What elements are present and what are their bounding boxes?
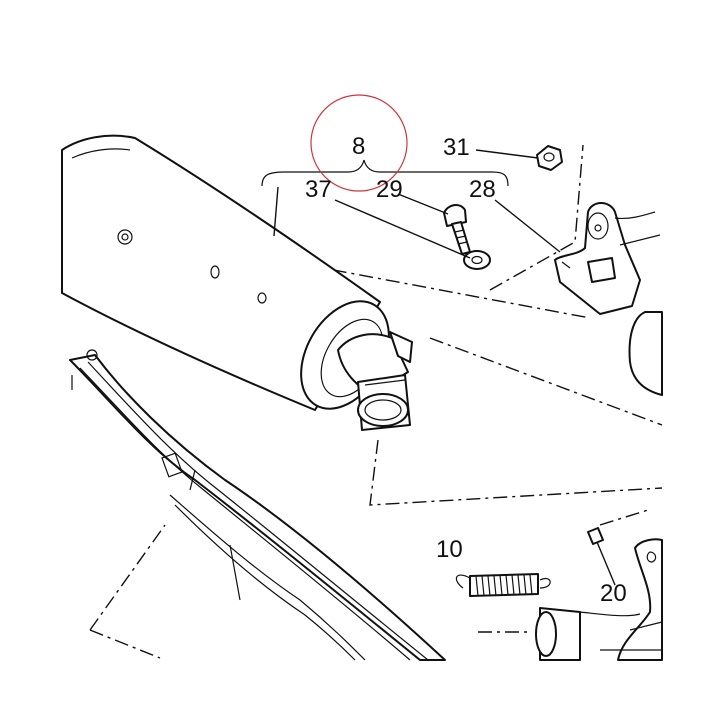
callout-31: 31 bbox=[443, 134, 470, 161]
highlight-circle bbox=[310, 94, 408, 192]
nut-31 bbox=[536, 145, 563, 171]
spring-10 bbox=[455, 573, 551, 597]
callout-10: 10 bbox=[436, 536, 463, 563]
muffler bbox=[61, 134, 413, 431]
callout-29: 29 bbox=[376, 176, 403, 203]
mount-hole bbox=[257, 292, 267, 304]
callout-8: 8 bbox=[352, 133, 365, 160]
callout-28: 28 bbox=[469, 176, 496, 203]
mounting-bracket bbox=[554, 202, 661, 315]
callout-37: 37 bbox=[305, 176, 332, 203]
rear-frame bbox=[69, 349, 446, 661]
stand-assembly bbox=[535, 538, 663, 661]
assembly-bracket bbox=[261, 159, 509, 187]
mount-hole bbox=[210, 265, 220, 279]
leader-lines bbox=[273, 149, 616, 586]
bolt-29 bbox=[443, 204, 471, 255]
mount-boss bbox=[117, 229, 133, 245]
side-panel bbox=[628, 311, 663, 396]
washer-37 bbox=[463, 250, 491, 270]
clip-20 bbox=[587, 527, 604, 545]
callout-labels: 8 31 37 29 28 10 20 bbox=[305, 133, 627, 607]
outlet-opening bbox=[357, 393, 409, 427]
callout-20: 20 bbox=[600, 580, 627, 607]
